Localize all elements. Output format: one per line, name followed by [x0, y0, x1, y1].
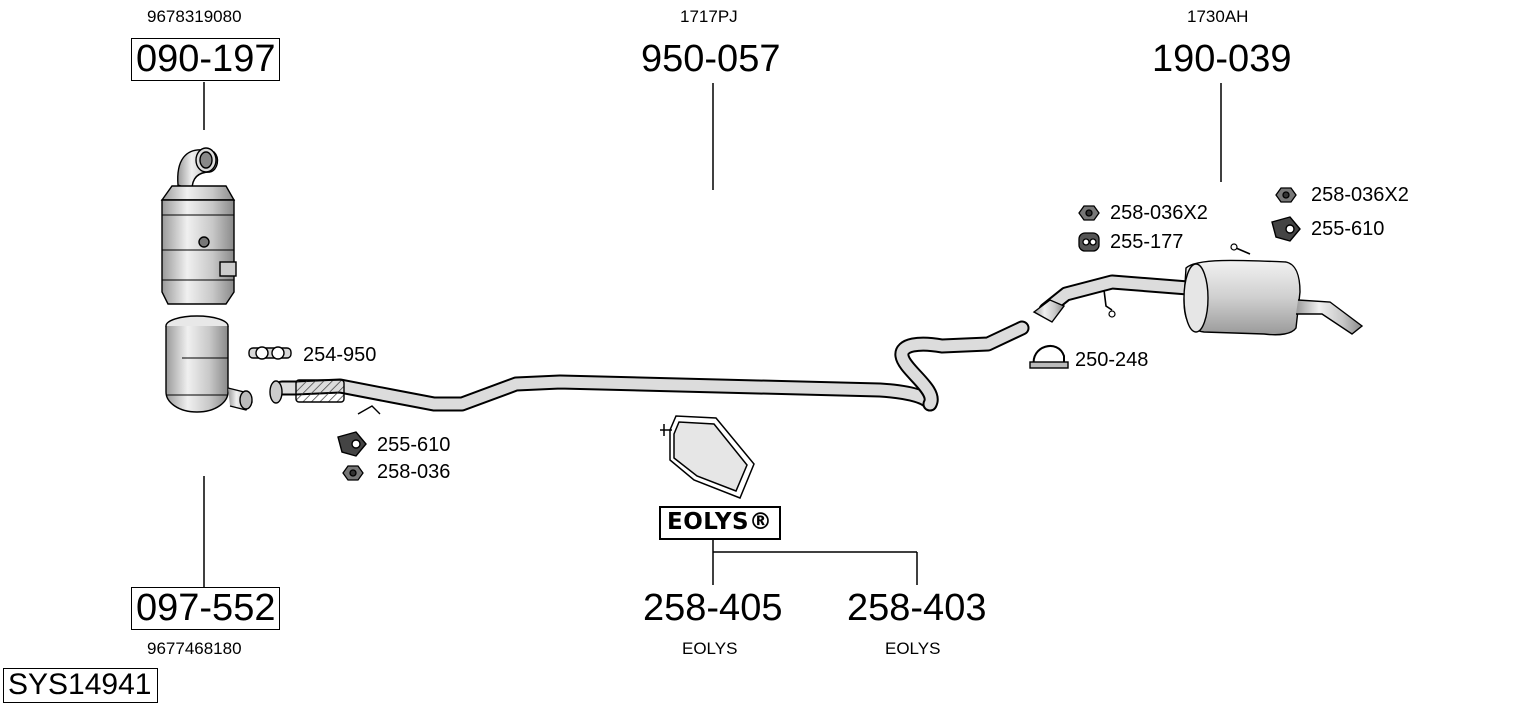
rubber-hanger-icon	[337, 431, 367, 457]
oem-number-mid: 1717PJ	[680, 7, 738, 26]
nut-icon	[1078, 205, 1100, 221]
eolys-badge: EOLYS®	[659, 506, 781, 540]
nut-icon	[342, 465, 364, 481]
part-number-eolys1[interactable]: 258-405	[643, 587, 783, 629]
leader-lines	[203, 82, 1222, 588]
oem-number-fap: 9677468180	[147, 639, 242, 658]
rear-muffler-drawing	[1032, 243, 1364, 336]
rubber-mount-icon	[1078, 232, 1100, 252]
accessory-label-nut-mid[interactable]: 258-036X2	[1110, 202, 1208, 224]
nut-icon	[1275, 187, 1297, 203]
accessory-label-clamp-front[interactable]: 254-950	[303, 344, 377, 366]
oem-number-rear: 1730AH	[1187, 7, 1249, 26]
middle-pipe-drawing	[894, 320, 1030, 412]
front-pipe-drawing	[269, 374, 938, 415]
oem-number-eolys1: EOLYS	[682, 639, 738, 658]
accessory-label-hanger-front[interactable]: 255-610	[377, 434, 451, 456]
accessory-label-nut-rear[interactable]: 258-036X2	[1311, 184, 1409, 206]
accessory-label-hanger-rear[interactable]: 255-610	[1311, 218, 1385, 240]
rubber-hanger-icon	[1271, 216, 1301, 242]
eolys-tank-drawing	[660, 415, 755, 499]
part-number-cat[interactable]: 090-197	[131, 38, 281, 81]
part-number-eolys2[interactable]: 258-403	[847, 587, 987, 629]
part-number-fap[interactable]: 097-552	[131, 587, 281, 630]
accessory-label-hanger-mid[interactable]: 255-177	[1110, 231, 1184, 253]
part-number-mid[interactable]: 950-057	[641, 38, 781, 80]
clamp-icon	[248, 346, 292, 360]
catalytic-converter-drawing	[160, 147, 237, 305]
part-number-rear[interactable]: 190-039	[1152, 38, 1292, 80]
oem-number-eolys2: EOLYS	[885, 639, 941, 658]
u-clamp-icon	[1029, 345, 1069, 369]
oem-number-cat: 9678319080	[147, 7, 242, 26]
particulate-filter-drawing	[165, 315, 253, 413]
system-id-label: SYS14941	[3, 668, 159, 703]
accessory-label-clamp-rear[interactable]: 250-248	[1075, 349, 1149, 371]
accessory-label-nut-front[interactable]: 258-036	[377, 461, 451, 483]
